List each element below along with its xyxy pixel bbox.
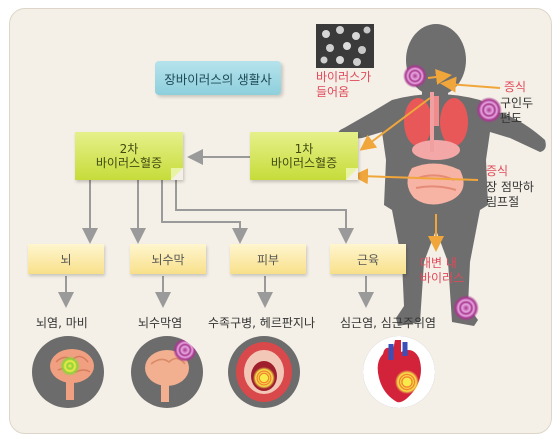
proliferation-label-2: 증식 bbox=[486, 164, 509, 178]
diagram-title: 장바이러스의 생활사 bbox=[155, 61, 281, 95]
virus-micrograph bbox=[316, 24, 374, 68]
mouth-image bbox=[228, 336, 300, 408]
heart-image bbox=[363, 336, 435, 408]
primary-viremia-note: 1차 바이러스혈증 bbox=[250, 132, 358, 180]
primary-viremia-line2: 바이러스혈증 bbox=[270, 156, 338, 170]
stool-line1: 대변 내 bbox=[420, 256, 457, 270]
result-meninges: 뇌수막염 bbox=[138, 316, 183, 330]
heart-icon bbox=[363, 336, 435, 408]
virus-enters-line2: 들어옴 bbox=[316, 85, 350, 99]
brain-icon bbox=[50, 349, 94, 400]
secondary-viremia-line1: 2차 bbox=[119, 142, 139, 156]
stool-target-icon bbox=[453, 295, 479, 321]
meninges-icon bbox=[145, 338, 197, 402]
result-brain: 뇌염, 마비 bbox=[36, 316, 88, 330]
tonsil-line: 편도 bbox=[500, 111, 523, 125]
intestinal-line1: 장 점막하 bbox=[486, 180, 534, 194]
virus-enters-line1: 바이러스가 bbox=[316, 70, 372, 84]
result-muscle: 심근염, 심근주위염 bbox=[340, 316, 436, 330]
tonsil-target-icon bbox=[476, 97, 502, 123]
target-note-meninges: 뇌수막 bbox=[130, 244, 206, 274]
meninges-image bbox=[131, 336, 203, 408]
primary-viremia-line1: 1차 bbox=[294, 142, 314, 156]
note-fold bbox=[171, 168, 183, 180]
virus-enters-label: 바이러스가 들어옴 bbox=[316, 70, 371, 100]
result-skin: 수족구병, 헤르판지나 bbox=[208, 316, 315, 330]
stool-virus-label: 대변 내 바이러스 bbox=[420, 256, 464, 286]
intestinal-line2: 림프절 bbox=[486, 195, 520, 209]
note-fold bbox=[346, 168, 358, 180]
target-note-muscle: 근육 bbox=[330, 244, 406, 274]
brain-image bbox=[32, 336, 104, 408]
oropharynx-line: 구인두 bbox=[500, 96, 534, 110]
proliferation-label-1: 증식 bbox=[504, 80, 527, 94]
target-note-skin: 피부 bbox=[230, 244, 306, 274]
stool-line2: 바이러스 bbox=[420, 271, 465, 285]
intestinal-lymph-label: 장 점막하 림프절 bbox=[486, 180, 534, 210]
oropharynx-tonsil-label: 구인두 편도 bbox=[500, 96, 533, 126]
mouth-icon bbox=[236, 342, 292, 402]
secondary-viremia-line2: 바이러스혈증 bbox=[95, 156, 163, 170]
secondary-viremia-note: 2차 바이러스혈증 bbox=[75, 132, 183, 180]
target-note-brain: 뇌 bbox=[28, 244, 104, 274]
organs-illustration bbox=[404, 92, 468, 205]
mouth-target-icon bbox=[403, 64, 427, 88]
